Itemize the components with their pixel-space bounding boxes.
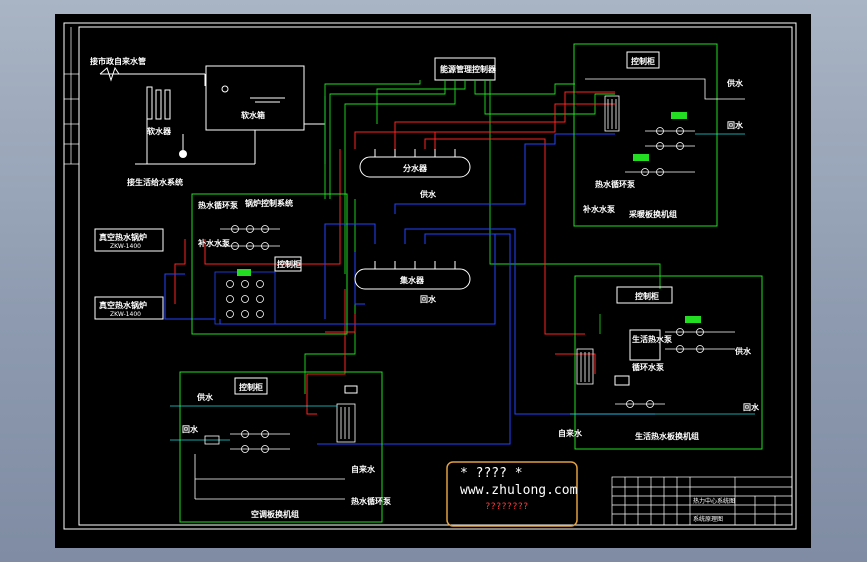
label-boiler-1-model: ZKW-1400 (110, 243, 141, 250)
label-hotwater-make-pump: 循环水泵 (631, 362, 664, 372)
drawing-sheet: 接市政自来水管 软水器 软水箱 接生活给水系统 能源管理控制器 (55, 14, 811, 548)
boiler-1 (94, 228, 164, 252)
label-heating-makeup-pump: 补水水泵 (582, 204, 615, 214)
label-boiler-supply-pump: 热水循环泵 (198, 200, 238, 210)
label-aircon-unit: 空调板换机组 (251, 509, 299, 519)
label-heating-return: 回水 (727, 120, 744, 130)
label-hotwater-city: 自来水 (558, 428, 583, 438)
label-boiler-return-pump: 补水水泵 (197, 238, 230, 248)
watermark-frame (446, 461, 578, 527)
label-water-tank: 软水箱 (241, 110, 265, 120)
label-heating-controller: 控制柜 (631, 56, 655, 66)
label-boiler-2: 真空热水锅炉 (99, 300, 147, 310)
label-boiler-2-model: ZKW-1400 (110, 311, 141, 318)
label-heating-unit: 采暖板换机组 (628, 209, 677, 219)
return-pipes (164, 133, 655, 445)
label-city-water: 接市政自来水管 (90, 56, 146, 66)
watermark-line-3: ???????? (485, 502, 528, 512)
label-collector-return: 回水 (420, 294, 437, 304)
label-central-controller: 能源管理控制器 (440, 64, 497, 74)
label-boiler-controller: 控制柜 (277, 259, 301, 269)
label-aircon-circ-pump: 热水循环泵 (351, 496, 391, 506)
boiler-2 (94, 296, 164, 320)
label-heating-supply: 供水 (726, 78, 744, 88)
control-wires (304, 80, 661, 394)
label-living-water-system: 接生活给水系统 (127, 177, 183, 187)
label-heating-circ-pump: 热水循环泵 (595, 179, 635, 189)
label-collector: 集水器 (399, 275, 425, 285)
outer-frame (63, 22, 797, 530)
aircon-controller-box (234, 377, 268, 395)
softener-section (99, 65, 326, 165)
heating-controller-box (626, 51, 660, 69)
watermark-line-2: www.zhulong.com (460, 483, 578, 498)
collector (354, 261, 471, 290)
label-boiler-1: 真空热水锅炉 (99, 232, 147, 242)
distributor (359, 149, 471, 178)
label-aircon-city: 自来水 (351, 464, 376, 474)
label-distributor-supply: 供水 (419, 189, 437, 199)
left-margin-table (64, 27, 79, 165)
inner-frame (78, 26, 793, 526)
hotwater-controller-box (616, 286, 673, 304)
label-hotwater-return: 回水 (743, 402, 760, 412)
pressure-tank (237, 269, 251, 276)
label-aircon-return: 回水 (182, 424, 199, 434)
boiler-controller-box (274, 256, 302, 272)
heating-pressure-tank (671, 112, 687, 119)
heating-pressure-tank-2 (633, 154, 649, 161)
hotwater-filter (614, 375, 630, 386)
title-block-project: 热力中心系统图 (693, 497, 735, 505)
label-aircon-supply: 供水 (196, 392, 214, 402)
boiler-control-panel (191, 193, 348, 335)
label-softener: 软水器 (147, 126, 172, 136)
label-hotwater-supply: 供水 (734, 346, 752, 356)
title-block-drawing: 系统原理图 (693, 515, 723, 523)
supply-pipes (174, 91, 615, 415)
aircon-valve (344, 385, 358, 394)
label-distributor: 分水器 (403, 163, 428, 173)
hotwater-tank (629, 329, 661, 361)
hotwater-unit-panel (574, 275, 763, 450)
title-block (611, 476, 793, 526)
label-aircon-controller: 控制柜 (239, 382, 263, 392)
boiler-pump-array (214, 225, 280, 325)
heating-equipment (585, 78, 745, 176)
watermark-line-1: * ???? * (460, 466, 523, 481)
hotwater-pressure-tank (685, 316, 701, 323)
hotwater-equipment (570, 314, 755, 415)
aircon-equipment (170, 403, 356, 500)
heating-unit-panel (573, 43, 718, 227)
aircon-unit-panel (179, 371, 383, 523)
schematic-diagram: 接市政自来水管 软水器 软水箱 接生活给水系统 能源管理控制器 (63, 22, 797, 530)
label-hotwater-circ-pump: 生活热水泵 (632, 334, 672, 344)
label-hotwater-unit: 生活热水板换机组 (635, 431, 699, 441)
label-boiler-control: 锅炉控制系统 (244, 198, 293, 208)
label-hotwater-controller: 控制柜 (635, 291, 659, 301)
